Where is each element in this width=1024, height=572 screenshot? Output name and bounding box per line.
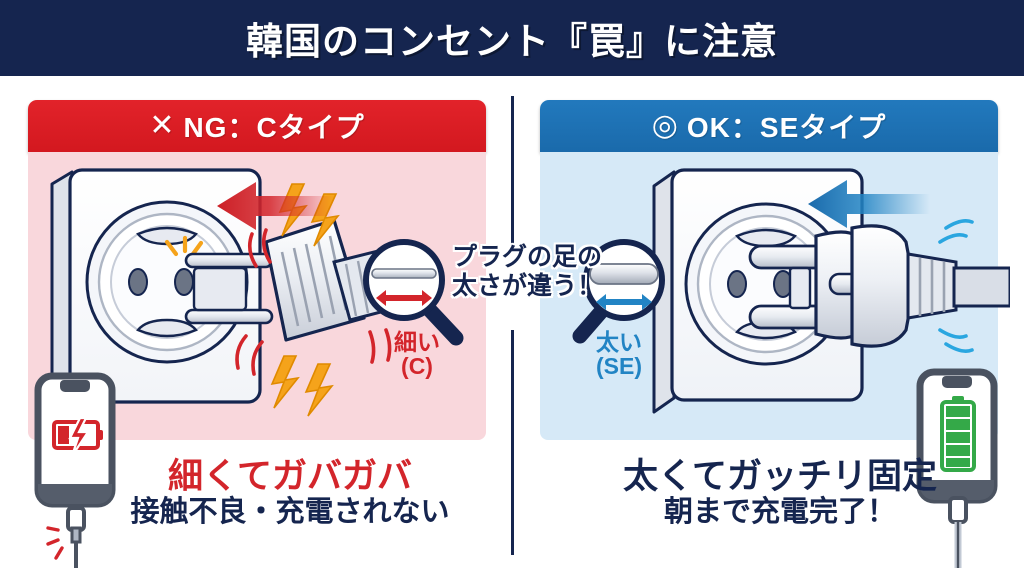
panel-ok-header: ◎ OK：SEタイプ	[540, 100, 998, 152]
cable-connected	[948, 496, 968, 568]
magnifier-icon-thick-pin	[572, 239, 665, 344]
center-divider-top	[511, 96, 514, 246]
center-divider-bottom	[511, 330, 514, 555]
caption-ok-sub: 朝まで充電完了！	[663, 495, 896, 528]
plug-body-se-type	[814, 224, 1010, 348]
phone-low-battery	[34, 372, 116, 568]
phone-full-battery	[916, 368, 998, 568]
cross-mark-icon: ✕	[149, 109, 176, 142]
title-bar: 韓国のコンセント『罠』に注意	[0, 0, 1024, 76]
center-annotation: プラグの足の 太さが違う！	[432, 243, 622, 301]
panel-ng-header-text: ✕ NG：Cタイプ	[149, 106, 364, 146]
arrow-left-icon-blue	[808, 180, 930, 228]
battery-low-icon	[52, 416, 103, 457]
double-circle-mark-icon: ◎	[651, 109, 679, 142]
arrow-left-icon-red	[217, 182, 334, 230]
center-annotation-line2: 太さが違う！	[451, 271, 602, 300]
center-annotation-line1: プラグの足の	[451, 243, 602, 271]
caption-ng: 細くてガバガバ 接触不良・充電されない	[90, 458, 490, 528]
illustration-loose-c-plug	[50, 168, 434, 417]
panel-ng-header: ✕ NG：Cタイプ	[28, 100, 486, 152]
caption-ng-main: 細くてガバガバ	[168, 457, 412, 496]
pin-label-thin: 細い (C)	[372, 330, 462, 378]
panel-ok-header-text: ◎ OK：SEタイプ	[652, 106, 887, 146]
pin-label-thick-line1: 太い	[596, 329, 642, 355]
illustration-firm-se-plug	[652, 168, 1010, 414]
caption-ng-sub: 接触不良・充電されない	[130, 495, 450, 528]
caption-ok-main: 太くてガッチリ固定	[623, 457, 937, 496]
double-arrow-icon-red	[376, 290, 432, 306]
cable-disconnected	[46, 506, 86, 568]
panel-ok-header-label: OK：SEタイプ	[686, 112, 887, 143]
wobble-lines-red	[235, 228, 392, 376]
caption-ok: 太くてガッチリ固定 朝まで充電完了！	[580, 458, 980, 528]
pin-label-thin-line2: (C)	[401, 353, 433, 380]
pin-label-thin-line1: 細い	[394, 329, 440, 355]
magnifier-icon-thin-pin	[363, 239, 464, 346]
double-arrow-icon-blue	[596, 294, 652, 310]
pin-label-thick-line2: (SE)	[596, 353, 642, 380]
spark-lines-orange	[164, 235, 204, 257]
page-title: 韓国のコンセント『罠』に注意	[246, 21, 778, 62]
panel-ng-header-label: NG：Cタイプ	[183, 112, 365, 143]
battery-full-icon	[940, 396, 976, 472]
pin-label-thick: 太い (SE)	[574, 330, 664, 378]
motion-lines-blue	[938, 219, 974, 353]
